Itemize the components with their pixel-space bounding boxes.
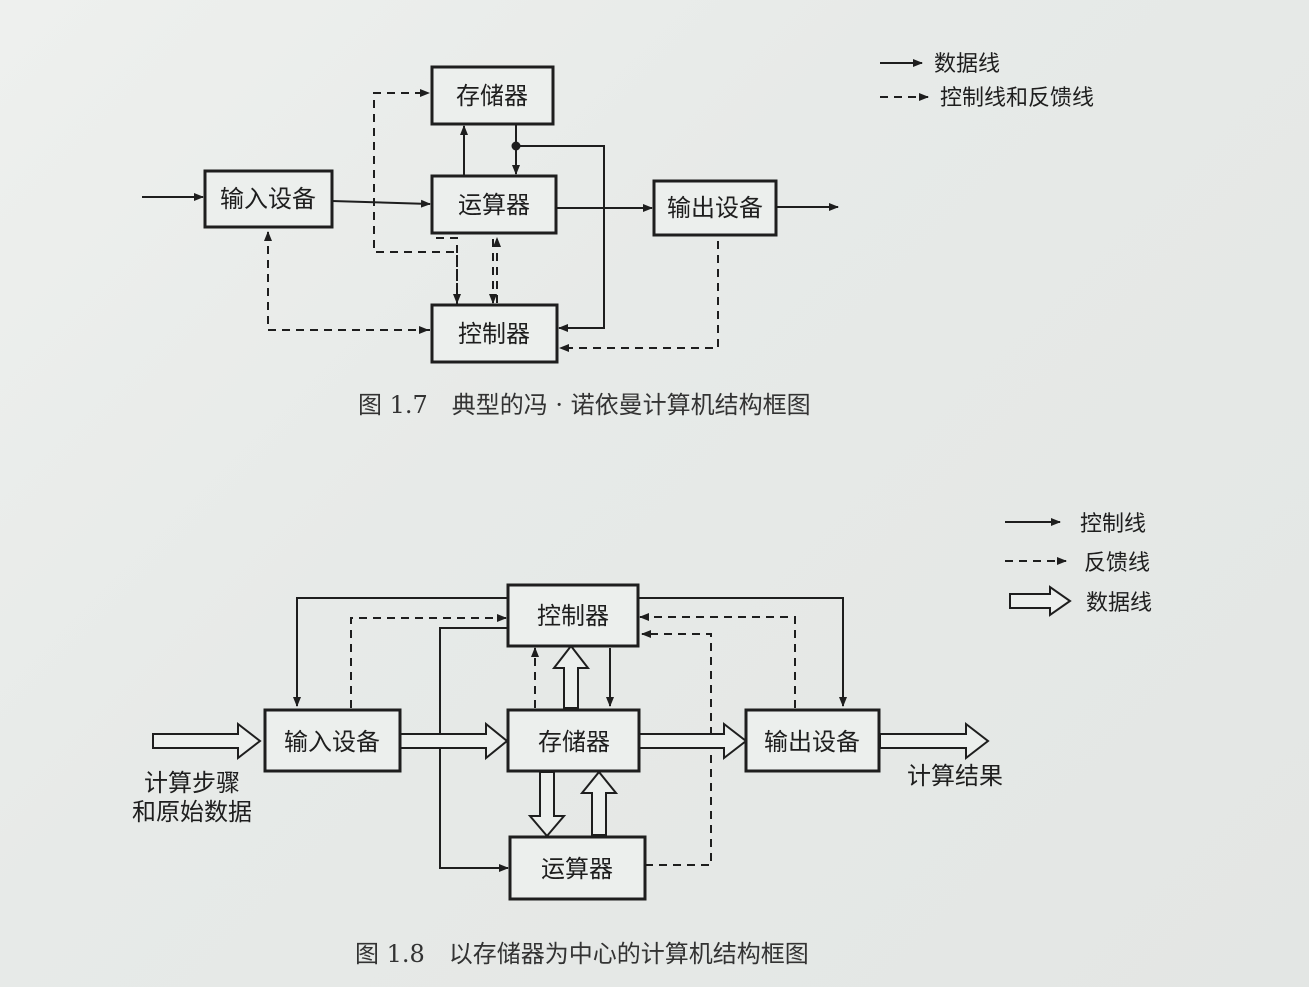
fig18-data-arrow-memory-to-controller [551,644,591,709]
fig18-dashed-input-to-controller [350,614,507,708]
fig17-legend: 数据线 控制线和反馈线 [880,52,1094,111]
fig18-legend-hollow-arrow [1009,585,1072,617]
fig18-input-label: 输入设备 [284,728,380,756]
fig18-alu-box: 运算器 [508,835,647,901]
fig18-memory-label: 存储器 [538,728,610,756]
fig17-alu-box: 运算器 [430,174,558,235]
fig17-input-box: 输入设备 [203,169,334,229]
fig18-arrow-controller-to-output [638,597,847,707]
fig17-connectors [142,89,839,352]
fig17-memory-box: 存储器 [430,65,555,126]
fig18-caption: 图 1.8 以存储器为中心的计算机结构框图 [355,940,809,968]
fig18-connectors [293,597,847,872]
fig17-alu-label: 运算器 [458,191,530,219]
fig18-input-label-line2: 和原始数据 [132,798,252,826]
fig18-controller-box: 控制器 [506,583,640,648]
fig17-output-box: 输出设备 [652,179,778,237]
fig18-input-label-line1: 计算步骤 [144,769,240,797]
fig17-dashed-controller-to-memory [373,89,458,305]
fig17-legend-control-feedback-line: 控制线和反馈线 [940,86,1094,111]
fig18-data-arrow-output-to-external [879,721,990,761]
fig18-output-label: 计算结果 [907,762,1003,790]
fig18-alu-label: 运算器 [541,855,613,883]
figure-1-7: 数据线 控制线和反馈线 [142,52,1094,419]
fig18-dashed-alu-to-controller [641,630,712,866]
fig18-data-arrow-memory-to-output [638,721,748,761]
fig18-legend-control-line: 控制线 [1080,512,1146,537]
fig18-data-arrows [152,644,990,838]
fig18-controller-label: 控制器 [537,602,609,630]
fig17-output-label: 输出设备 [667,194,763,222]
fig17-controller-label: 控制器 [458,320,530,348]
fig18-legend: 控制线 反馈线 数据线 [1005,512,1152,617]
fig17-dashed-output-to-controller [559,241,719,352]
fig18-output-label: 输出设备 [764,728,860,756]
fig18-data-arrow-alu-to-memory [579,770,619,836]
fig17-dashed-alu-to-controller [433,226,461,304]
fig18-data-arrow-external-to-input [152,721,262,761]
fig18-data-arrow-memory-to-alu [527,771,567,838]
fig17-controller-box: 控制器 [430,303,559,364]
fig18-output-box: 输出设备 [744,708,881,773]
fig18-memory-box: 存储器 [506,708,641,773]
fig17-arrow-memory-to-controller [516,145,605,332]
fig17-memory-label: 存储器 [456,82,528,110]
fig17-arrow-input-to-alu [331,199,431,208]
fig17-dashed-controller-to-input [264,231,430,331]
fig18-input-box: 输入设备 [263,708,402,773]
fig18-legend-feedback-line: 反馈线 [1084,551,1150,576]
fig17-caption: 图 1.7 典型的冯 · 诺依曼计算机结构框图 [358,391,811,419]
figure-1-8: 控制线 反馈线 数据线 [132,512,1152,968]
fig18-arrow-controller-to-input [293,597,508,707]
fig18-dashed-output-to-controller [639,613,796,708]
fig17-input-label: 输入设备 [220,185,316,213]
fig18-legend-data-line: 数据线 [1086,591,1152,616]
fig18-data-arrow-input-to-memory [399,721,509,761]
fig17-legend-data-line: 数据线 [934,52,1000,77]
